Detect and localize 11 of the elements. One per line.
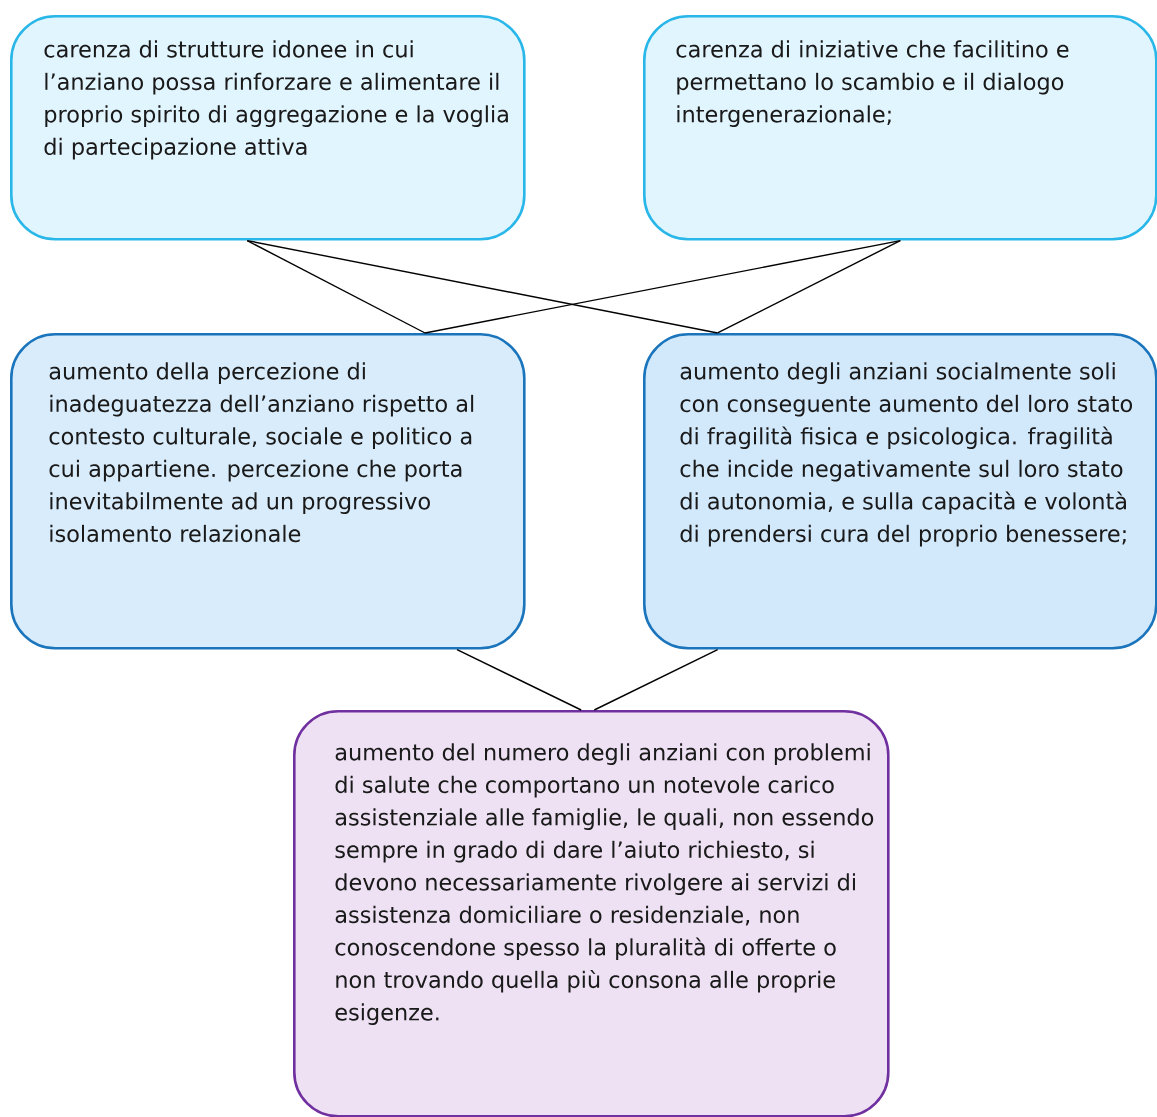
text-box: aumento della percezione di inadeguatezza dell’anziano rispetto al contesto culturale, sociale e politico a cui appartiene. percezione che porta inevitabilmente ad un progressivo isolamento relazionale (10, 333, 526, 650)
text-box: aumento del numero degli anziani con problemi di salute che comportano un notevole carico assistenziale alle famiglie, le quali, non essendo sempre in grado di dare l’aiuto richiesto, si devono necessariamente rivolgere ai servizi di assistenza domiciliare o residenziale, non conoscendone spesso la pluralità di offerte o non trovando quella più consona alle proprie esigenze. (293, 710, 890, 1117)
connector-line (593, 648, 719, 711)
connector-line (716, 239, 901, 334)
connector-line (456, 648, 582, 711)
connector-line (246, 239, 719, 334)
connector-line (246, 239, 426, 334)
text-box: carenza di iniziative che facilitino e permettano lo scambio e il dialogo intergenerazionale; (643, 15, 1157, 241)
text-box: carenza di strutture idonee in cui l’anziano possa rinforzare e alimentare il proprio spirito di aggregazione e la voglia di partecipazione attiva (10, 15, 526, 241)
text-box: aumento degli anziani socialmente soli con conseguente aumento del loro stato di fragilità fisica e psicologica. fragilità che incide negativamente sul loro stato di autonomia, e sulla capacità e volontà di prendersi cura del proprio benessere; (643, 333, 1157, 650)
connector-line (424, 239, 901, 334)
